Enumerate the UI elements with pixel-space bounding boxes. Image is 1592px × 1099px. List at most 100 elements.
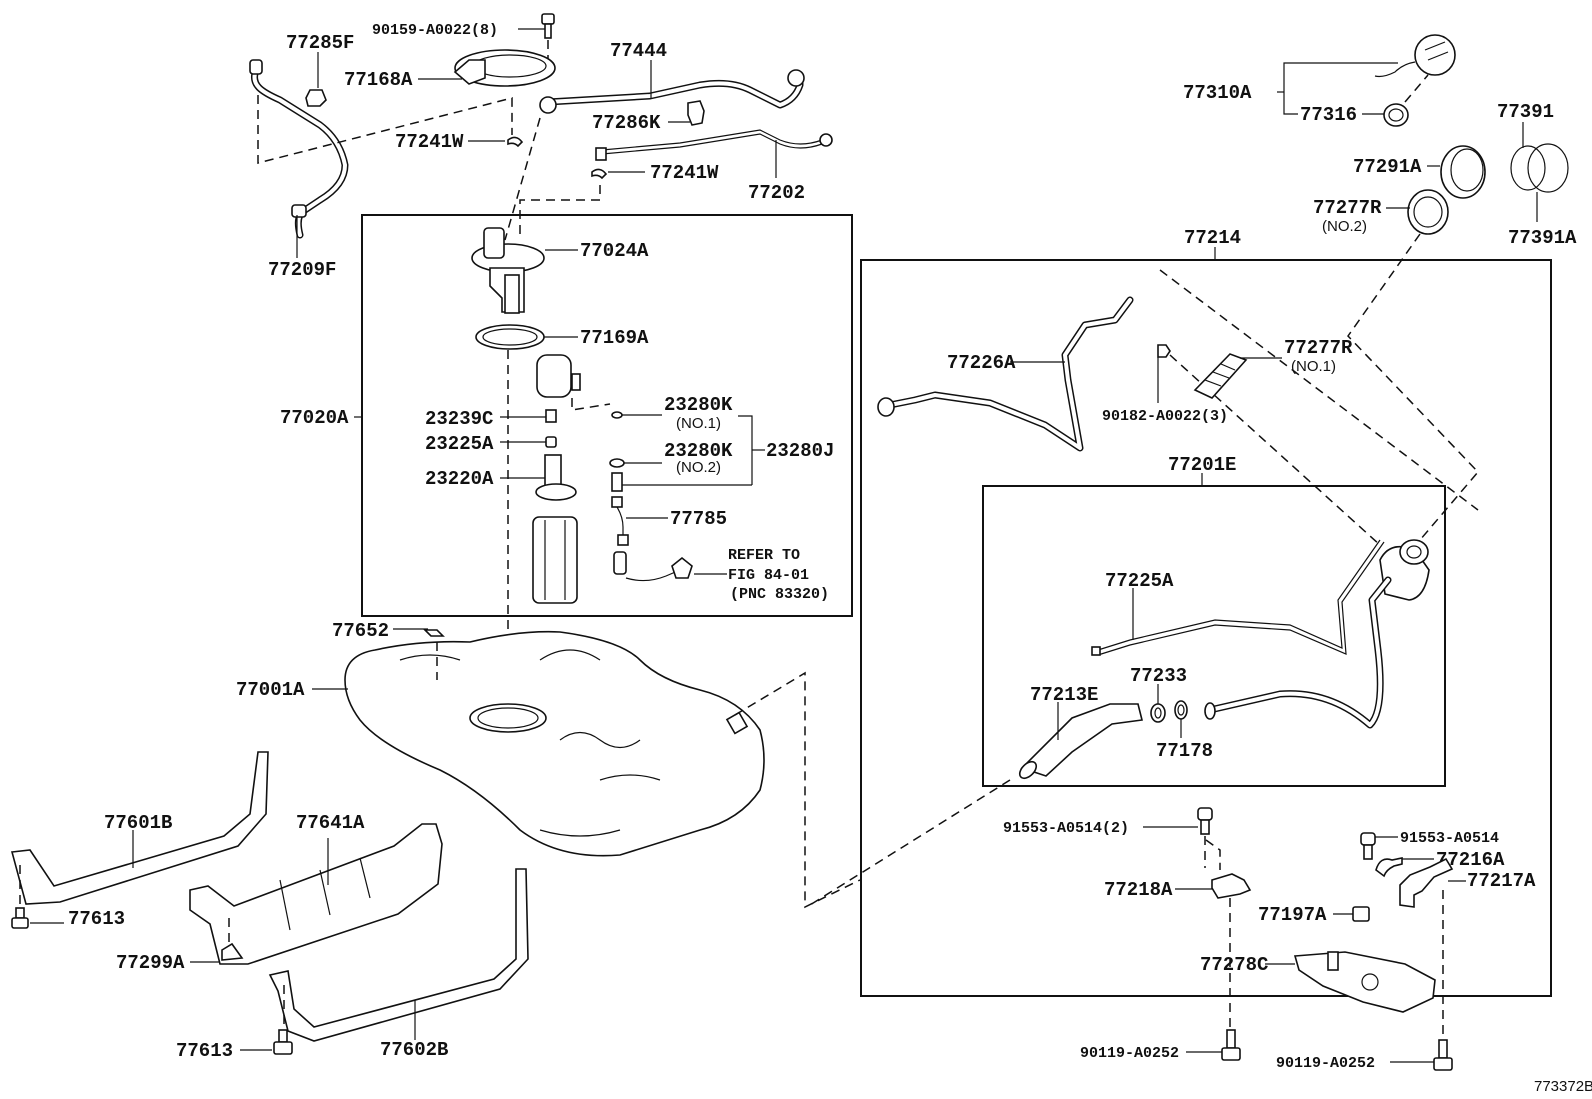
- clamp-77233: [1150, 703, 1166, 723]
- group-box-77020A: [361, 214, 853, 617]
- label-77214: 77214: [1184, 227, 1241, 249]
- bracket-77218A: [1211, 873, 1252, 899]
- label-77291A: 77291A: [1353, 156, 1422, 178]
- cap-lid-77291A: [1440, 145, 1486, 199]
- screw-90182: [1157, 344, 1171, 358]
- label-90119-A0252-1: 90119-A0252: [1080, 1045, 1179, 1062]
- label-77218A: 77218A: [1104, 879, 1173, 901]
- nut-77299A: [221, 942, 244, 961]
- bracket-77217A: [1399, 857, 1454, 908]
- fuel-inlet-neck: [1204, 539, 1430, 729]
- retainer-77277R-no1: [1193, 353, 1248, 399]
- bolt-91553-A0514-2: [1197, 807, 1213, 835]
- bolt-90159: [541, 13, 555, 39]
- label-77286K: 77286K: [592, 112, 661, 134]
- label-77217A: 77217A: [1467, 870, 1536, 892]
- label-23225A: 23225A: [425, 433, 494, 455]
- wire-77202: [595, 129, 833, 161]
- label-90182-A0022: 90182-A0022(3): [1102, 408, 1228, 425]
- label-77202: 77202: [748, 182, 805, 204]
- clip-77241W-1: [507, 136, 524, 148]
- bolt-91553-A0514: [1360, 832, 1376, 860]
- label-sticker-77652: [423, 629, 445, 637]
- hose-77213E: [1018, 703, 1143, 780]
- label-77168A: 77168A: [344, 69, 413, 91]
- part-23225A: [545, 436, 557, 448]
- gasket-77316: [1383, 103, 1409, 127]
- group-box-77201E: [982, 485, 1446, 787]
- label-23239C: 23239C: [425, 408, 493, 430]
- oring-23280K-1: [611, 411, 623, 419]
- clip-77285F: [305, 89, 327, 107]
- label-77652: 77652: [332, 620, 389, 642]
- label-77169A: 77169A: [580, 327, 649, 349]
- label-77216A: 77216A: [1436, 849, 1505, 871]
- label-77020A: 77020A: [280, 407, 349, 429]
- label-77299A: 77299A: [116, 952, 185, 974]
- label-77213E: 77213E: [1030, 684, 1098, 706]
- pump-23220A: [535, 454, 577, 501]
- clip-77197A: [1352, 906, 1370, 922]
- band-77602B: [268, 868, 529, 1042]
- label-23280K-1: 23280K: [664, 394, 733, 416]
- label-77601B: 77601B: [104, 812, 172, 834]
- label-77201E: 77201E: [1168, 454, 1236, 476]
- label-23280K-2-note: (NO.2): [676, 459, 721, 476]
- protector-77278C: [1293, 951, 1436, 1013]
- group-box-77214: [860, 259, 1552, 997]
- refer-to-text: REFER TO: [728, 547, 800, 564]
- label-77444: 77444: [610, 40, 667, 62]
- clamp-77286K: [687, 100, 705, 126]
- bolt-77613-2: [273, 1029, 293, 1055]
- label-77316: 77316: [1300, 104, 1357, 126]
- label-77277R-no2: 77277R: [1313, 197, 1382, 219]
- fuel-hose-77444: [539, 69, 805, 114]
- refer-pnc-text: (PNC 83320): [730, 586, 829, 603]
- label-77285F: 77285F: [286, 32, 354, 54]
- part-23239C: [545, 409, 557, 423]
- bolt-77613-1: [11, 907, 29, 929]
- fuel-tank-77001A: [344, 630, 765, 857]
- label-77310A: 77310A: [1183, 82, 1252, 104]
- refer-fig-text: FIG 84-01: [728, 567, 809, 584]
- bolt-90119-A0252-1: [1221, 1029, 1241, 1061]
- seal-77391: [1510, 143, 1569, 193]
- clip-77241W-2: [591, 168, 608, 180]
- clamp-77216A: [1375, 857, 1403, 878]
- label-77641A: 77641A: [296, 812, 365, 834]
- pump-assembly-77024A: [471, 227, 545, 314]
- filter-housing: [536, 354, 581, 398]
- label-77241W-1: 77241W: [395, 131, 464, 153]
- label-77226A: 77226A: [947, 352, 1016, 374]
- label-77277R-no1-note: (NO.1): [1291, 358, 1336, 375]
- label-77391A: 77391A: [1508, 227, 1577, 249]
- label-77613-1: 77613: [68, 908, 125, 930]
- label-77241W-2: 77241W: [650, 162, 719, 184]
- sender-plug: [611, 472, 623, 492]
- protector-77641A: [189, 823, 443, 965]
- ring-77178: [1174, 700, 1188, 720]
- bolt-90119-A0252-2: [1433, 1039, 1453, 1071]
- label-77391: 77391: [1497, 101, 1554, 123]
- gasket-77169A: [475, 324, 545, 350]
- figure-id: 773372B: [1534, 1078, 1592, 1095]
- label-77197A: 77197A: [1258, 904, 1327, 926]
- oring-23280K-2: [609, 458, 625, 468]
- label-77225A: 77225A: [1105, 570, 1174, 592]
- gauge-connector: [613, 551, 693, 582]
- label-91553-A0514-2: 91553-A0514(2): [1003, 820, 1129, 837]
- label-77602B: 77602B: [380, 1039, 448, 1061]
- label-90119-A0252-2: 90119-A0252: [1276, 1055, 1375, 1072]
- breather-tube-77226A: [877, 296, 1134, 452]
- label-90159-A0022: 90159-A0022(8): [372, 22, 498, 39]
- label-77001A: 77001A: [236, 679, 305, 701]
- retainer-77277R-no2: [1407, 189, 1449, 235]
- label-77277R-no2-note: (NO.2): [1322, 218, 1367, 235]
- label-77613-2: 77613: [176, 1040, 233, 1062]
- label-23220A: 23220A: [425, 468, 494, 490]
- label-77785: 77785: [670, 508, 727, 530]
- label-23280K-1-note: (NO.1): [676, 415, 721, 432]
- label-91553-A0514: 91553-A0514: [1400, 830, 1499, 847]
- retainer-ring-77168A: [453, 49, 556, 87]
